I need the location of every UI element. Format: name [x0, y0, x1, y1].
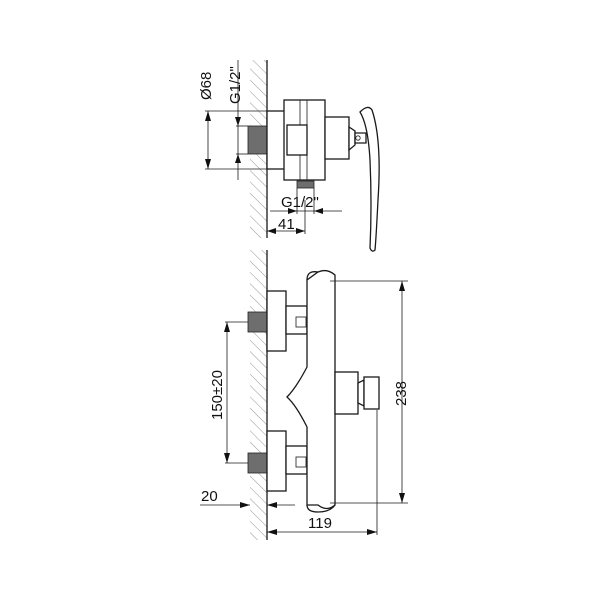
dimension-depth: 41	[266, 200, 306, 234]
lever-handle	[359, 106, 380, 252]
label-depth: 41	[278, 216, 295, 233]
dimension-outlet-thread: G1/2"	[270, 188, 342, 214]
valve-body-top	[283, 99, 326, 181]
dimension-wall-offset: 20	[200, 488, 295, 508]
label-outlet-thread: G1/2"	[281, 194, 319, 211]
lower-flange	[266, 430, 287, 492]
label-diameter: Ø68	[198, 72, 215, 100]
upper-flange	[266, 290, 287, 352]
outlet-thread	[296, 180, 315, 189]
label-inlet-thread: G1/2"	[227, 66, 244, 104]
label-total-projection: 119	[308, 515, 332, 532]
cartridge-cap	[324, 116, 350, 160]
front-view: 150±20 238 20 119	[200, 250, 410, 540]
inlet-thread	[247, 125, 268, 155]
lower-inlet-thread	[247, 452, 268, 474]
pivot-icon	[355, 135, 361, 141]
label-total-height: 238	[393, 381, 410, 406]
label-wall-offset: 20	[201, 488, 218, 505]
dimension-total-height: 238	[330, 280, 410, 504]
label-inlet-spacing: 150±20	[209, 370, 226, 420]
top-view: Ø68 G1/2" G1/2" 41	[198, 60, 380, 252]
upper-inlet-thread	[247, 311, 268, 333]
mixer-body	[286, 269, 336, 510]
dimension-diameter: Ø68	[198, 72, 267, 170]
wall-front	[250, 250, 268, 540]
dimension-inlet-thread: G1/2"	[227, 60, 248, 180]
cartridge-housing	[334, 371, 359, 415]
dimension-inlet-spacing: 150±20	[209, 321, 248, 464]
stem	[348, 125, 356, 152]
control-knob	[363, 376, 380, 410]
dimension-total-projection: 119	[267, 410, 378, 535]
